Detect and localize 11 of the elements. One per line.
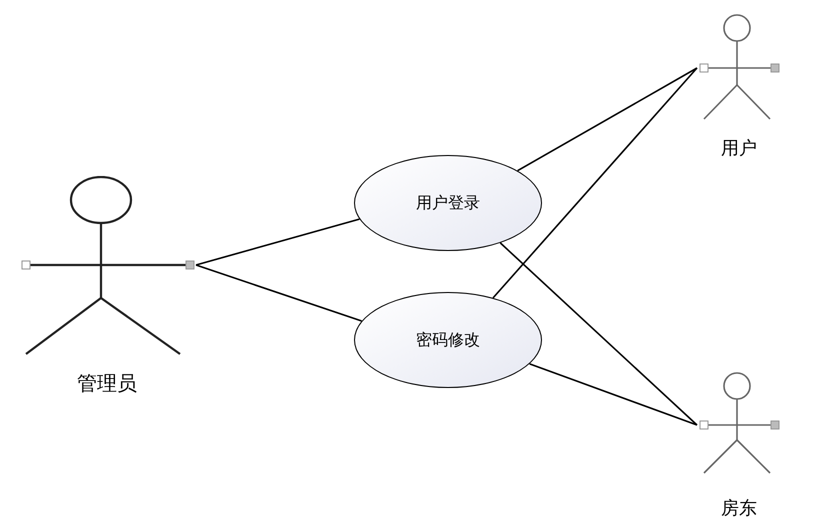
association-line xyxy=(517,67,698,172)
actor-label: 房东 xyxy=(721,497,757,521)
association-line xyxy=(500,242,698,426)
use-case-label: 密码修改 xyxy=(416,329,480,351)
association-line xyxy=(196,264,362,322)
association-line xyxy=(492,67,698,298)
association-line xyxy=(196,218,360,266)
actor-label: 用户 xyxy=(721,137,757,161)
association-line xyxy=(529,363,698,426)
use-case-label: 用户登录 xyxy=(416,192,480,214)
actor-label: 管理员 xyxy=(77,370,137,397)
